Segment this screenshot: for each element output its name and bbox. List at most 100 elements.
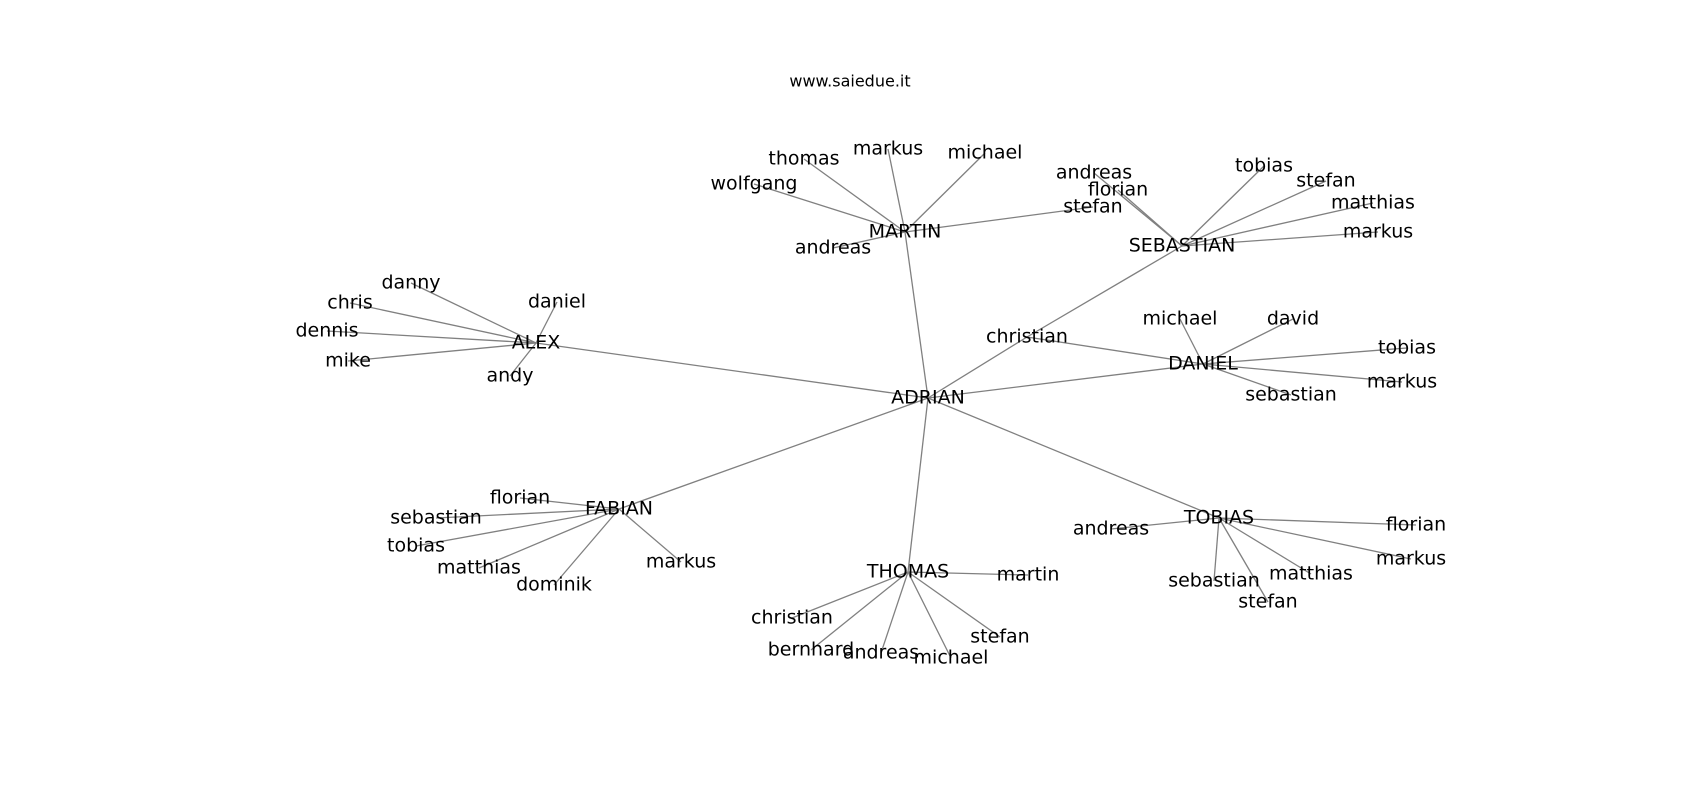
- node-label-tho-christian: christian: [751, 607, 833, 629]
- edge-christian-daniel: [1026, 336, 1204, 365]
- edge-adrian-fabian: [618, 397, 929, 510]
- node-label-alex-daniel: daniel: [528, 291, 586, 313]
- edge-alex-alex_daniel: [535, 301, 558, 344]
- node-label-sebastian: SEBASTIAN: [1129, 235, 1236, 257]
- node-label-seb-florian: florian: [1088, 179, 1148, 201]
- node-label-daniel: DANIEL: [1168, 353, 1238, 375]
- edge-adrian-christian: [927, 336, 1028, 399]
- node-label-tob-stefan: stefan: [1238, 591, 1297, 613]
- node-label-tob-matthias: matthias: [1269, 563, 1353, 585]
- node-label-fab-dominik: dominik: [516, 574, 592, 596]
- edge-martin-martin_stefan: [904, 206, 1094, 233]
- edge-sebastian-seb_matthias: [1181, 202, 1374, 247]
- edge-fabian-fab_markus: [618, 508, 682, 563]
- edge-adrian-thomas: [907, 397, 929, 573]
- node-label-martin-markus: markus: [853, 138, 923, 160]
- edge-martin-martin_andreas: [832, 231, 906, 249]
- node-label-seb-matthias: matthias: [1331, 192, 1415, 214]
- edges-layer: [326, 148, 1417, 659]
- node-label-alex-andy: andy: [487, 365, 534, 387]
- node-label-alex-dennis: dennis: [295, 320, 358, 342]
- nodes-layer: ADRIAN MARTIN SEBASTIAN ALEX DANIEL FABIAN THO…: [295, 138, 1446, 669]
- node-label-fab-sebastian: sebastian: [390, 507, 482, 529]
- node-label-dan-markus: markus: [1367, 371, 1437, 393]
- node-label-martin-stefan: stefan: [1063, 196, 1122, 218]
- edge-martin-martin_thomas: [803, 158, 906, 233]
- edge-tobias-tob_matthias: [1218, 517, 1312, 575]
- edge-daniel-dan_markus: [1202, 363, 1403, 383]
- node-label-dan-michael: michael: [1143, 308, 1218, 330]
- edge-tobias-tob_stefan: [1218, 517, 1269, 603]
- edge-sebastian-seb_tobias: [1181, 165, 1265, 247]
- node-label-martin-thomas: thomas: [768, 148, 839, 170]
- node-label-martin-wolfgang: wolfgang: [711, 173, 798, 195]
- node-label-tho-bernhard: bernhard: [768, 639, 855, 661]
- node-label-dan-tobias: tobias: [1378, 337, 1436, 359]
- edge-christian-sebastian: [1026, 245, 1183, 338]
- edge-thomas-tho_andreas: [880, 571, 909, 654]
- edge-daniel-dan_michael: [1179, 318, 1204, 365]
- node-label-tho-andreas: andreas: [843, 642, 919, 664]
- edge-daniel-dan_sebastian: [1202, 363, 1292, 396]
- edge-alex-alex_andy: [509, 342, 537, 377]
- node-label-seb-markus: markus: [1343, 221, 1413, 243]
- edge-thomas-tho_stefan: [907, 571, 1001, 638]
- edge-sebastian-seb_stefan: [1181, 180, 1327, 247]
- edge-adrian-tobias: [927, 397, 1220, 519]
- node-label-tho-michael: michael: [914, 647, 989, 669]
- node-label-tobias: TOBIAS: [1183, 507, 1254, 529]
- node-label-tob-florian: florian: [1386, 514, 1446, 536]
- edge-fabian-fab_tobias: [415, 508, 620, 547]
- node-label-seb-stefan: stefan: [1296, 170, 1355, 192]
- edge-alex-alex_chris: [349, 302, 537, 344]
- edge-alex-alex_danny: [410, 282, 537, 344]
- edge-sebastian-seb_markus: [1181, 231, 1379, 247]
- edge-sebastian-seb_florian: [1117, 189, 1183, 247]
- node-label-martin-andreas: andreas: [795, 237, 871, 259]
- node-label-seb-andreas: andreas: [1056, 162, 1132, 184]
- edge-fabian-fab_florian: [519, 497, 620, 510]
- node-label-seb-tobias: tobias: [1235, 155, 1293, 177]
- node-label-thomas: THOMAS: [866, 561, 949, 583]
- node-label-adrian: ADRIAN: [891, 387, 965, 409]
- edge-alex-alex_mike: [347, 342, 537, 362]
- edge-fabian-fab_matthias: [478, 508, 620, 569]
- node-label-alex-chris: chris: [327, 292, 372, 314]
- node-label-christian: christian: [986, 326, 1068, 348]
- node-label-tho-martin: martin: [997, 564, 1060, 586]
- edge-daniel-dan_tobias: [1202, 347, 1408, 365]
- node-label-dan-david: david: [1267, 308, 1319, 330]
- node-label-alex-danny: danny: [381, 272, 440, 294]
- edge-tobias-tob_andreas: [1110, 517, 1220, 530]
- node-label-tho-stefan: stefan: [970, 626, 1029, 648]
- edge-martin-martin_michael: [904, 152, 986, 233]
- node-label-dan-sebastian: sebastian: [1245, 384, 1337, 406]
- node-label-fab-florian: florian: [490, 487, 550, 509]
- edge-adrian-martin: [904, 231, 929, 399]
- edge-thomas-tho_michael: [907, 571, 952, 659]
- edge-tobias-tob_florian: [1218, 517, 1417, 526]
- edge-martin-martin_wolfgang: [753, 183, 906, 233]
- node-label-alex: ALEX: [512, 332, 561, 354]
- diagram-title: www.saiedue.it: [789, 72, 910, 91]
- node-label-alex-mike: mike: [325, 350, 371, 372]
- edge-fabian-fab_sebastian: [435, 508, 620, 519]
- edge-thomas-tho_martin: [907, 571, 1029, 576]
- edge-thomas-tho_bernhard: [810, 571, 909, 651]
- node-label-tob-sebastian: sebastian: [1168, 570, 1260, 592]
- node-label-fab-matthias: matthias: [437, 557, 521, 579]
- node-label-tob-markus: markus: [1376, 548, 1446, 570]
- node-label-fab-tobias: tobias: [387, 535, 445, 557]
- edge-alex-alex_dennis: [326, 330, 537, 344]
- node-label-fabian: FABIAN: [585, 498, 653, 520]
- edge-thomas-tho_christian: [791, 571, 909, 619]
- node-label-martin: MARTIN: [869, 221, 942, 243]
- node-label-tob-andreas: andreas: [1073, 518, 1149, 540]
- node-label-fab-markus: markus: [646, 551, 716, 573]
- node-label-martin-michael: michael: [948, 142, 1023, 164]
- edge-martin-martin_markus: [887, 148, 906, 233]
- edge-tobias-tob_markus: [1218, 517, 1412, 560]
- edge-adrian-alex: [535, 342, 929, 399]
- edge-fabian-fab_dominik: [553, 508, 620, 586]
